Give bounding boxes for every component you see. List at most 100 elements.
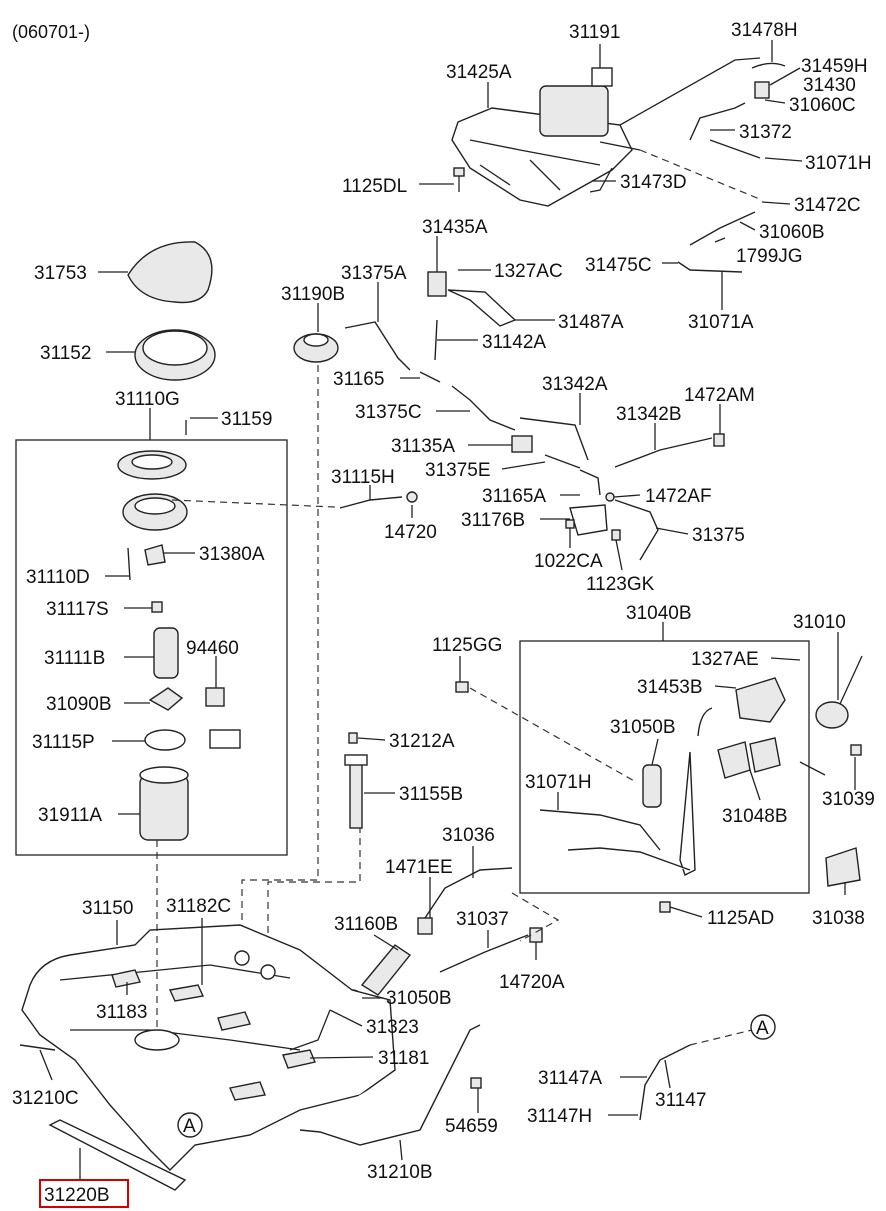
label-31037: 31037 — [456, 909, 509, 930]
oring-31117S — [151, 601, 163, 613]
fuel-pump-31111B — [153, 627, 179, 679]
label-31150: 31150 — [82, 898, 133, 919]
label-31475C: 31475C — [585, 255, 652, 276]
gasket-31048B-a — [717, 741, 751, 779]
label-54659: 54659 — [445, 1116, 498, 1137]
label-31160B: 31160B — [334, 914, 398, 935]
nut-1022CA — [565, 519, 575, 529]
label-1327AE: 1327AE — [691, 649, 759, 670]
callout-A-tank-letter: A — [183, 1116, 196, 1137]
label-31220B: 31220B — [44, 1185, 110, 1206]
hose-31037 — [439, 934, 529, 973]
hose-31372 — [689, 102, 746, 141]
label-31190B: 31190B — [281, 284, 345, 305]
label-31038 — [825, 847, 861, 887]
label-31038: 31038 — [812, 908, 865, 929]
label-31487A: 31487A — [558, 312, 624, 333]
label-31375C: 31375C — [355, 402, 422, 423]
lock-ring-31152 — [134, 329, 216, 381]
highlight-box-31220B — [39, 1179, 129, 1208]
bolt-1123GK — [611, 529, 621, 541]
connector-31165 — [419, 371, 441, 383]
label-31048B: 31048B — [722, 806, 788, 827]
oring-31115P — [144, 729, 186, 751]
label-31342B: 31342B — [616, 404, 682, 425]
sender-float — [209, 729, 241, 749]
bolt-54659 — [470, 1077, 482, 1089]
label-1125DL: 1125DL — [342, 176, 407, 197]
label-31071H-mid: 31071H — [525, 772, 592, 793]
fuel-cap-31010 — [815, 655, 863, 729]
bracket-31487A — [447, 289, 517, 327]
filter-31135A — [511, 435, 533, 453]
label-31182C: 31182C — [166, 896, 231, 917]
hose-31147A — [639, 1044, 691, 1121]
gasket-31110G — [117, 450, 187, 480]
bracket-31176B — [569, 504, 608, 536]
shield-31453B — [735, 677, 786, 723]
label-14720A: 14720A — [499, 972, 565, 993]
label-31155B: 31155B — [399, 784, 463, 805]
label-31060B: 31060B — [759, 222, 825, 243]
callout-A-hose — [750, 1014, 776, 1040]
label-31753: 31753 — [34, 263, 87, 284]
label-31372: 31372 — [739, 122, 792, 143]
gasket-31048B-b — [749, 737, 781, 773]
hose-31342B — [614, 437, 713, 468]
label-31375: 31375 — [692, 525, 745, 546]
label-1472AM: 1472AM — [684, 385, 755, 406]
label-31115P: 31115P — [32, 732, 95, 753]
bolt-31210C — [19, 1044, 56, 1051]
connector-31110D — [127, 547, 131, 581]
pump-flange — [122, 493, 188, 531]
label-31147H: 31147H — [527, 1106, 592, 1127]
strap-31210B — [299, 1024, 481, 1146]
label-31375A: 31375A — [341, 263, 407, 284]
label-31323: 31323 — [366, 1017, 419, 1038]
regulator-31380A — [144, 544, 166, 566]
label-31212A: 31212A — [389, 731, 455, 752]
label-31147A: 31147A — [538, 1068, 602, 1089]
label-31110G: 31110G — [115, 389, 180, 410]
label-31176B: 31176B — [461, 510, 525, 531]
label-31430: 31430 — [803, 75, 856, 96]
label-31911A: 31911A — [38, 805, 102, 826]
leader-lines — [39, 40, 856, 1180]
label-31210C: 31210C — [12, 1088, 79, 1109]
label-31159: 31159 — [221, 409, 272, 430]
hose-31115H — [339, 496, 403, 509]
date-code: (060701-) — [12, 22, 90, 42]
bolt-31039 — [850, 744, 862, 756]
label-31380A: 31380A — [199, 544, 265, 565]
label-1799JG: 1799JG — [736, 246, 803, 267]
label-31191: 31191 — [569, 22, 620, 43]
valve-31430 — [754, 81, 770, 99]
label-1022CA: 1022CA — [534, 551, 603, 572]
label-1125AD: 1125AD — [707, 908, 774, 929]
label-31117S: 31117S — [46, 599, 109, 620]
label-31459H: 31459H — [801, 56, 868, 77]
canister-31050B — [642, 764, 662, 808]
hose-31050B-top — [697, 707, 713, 737]
dash-canister-to-31472C — [639, 149, 763, 201]
label-31473D: 31473D — [620, 172, 687, 193]
bolt-1125AD — [659, 901, 671, 913]
label-31165: 31165 — [333, 369, 384, 390]
clamp-14720 — [406, 491, 418, 503]
label-31142A: 31142A — [482, 332, 546, 353]
leader-31039 — [799, 761, 826, 776]
dash-31036-to-31037 — [511, 892, 560, 942]
label-31111B: 31111B — [44, 648, 105, 669]
hose-31071H-top — [709, 139, 761, 159]
pump-cover-31753 — [127, 241, 213, 304]
label-31071A: 31071A — [688, 312, 754, 333]
label-31375E: 31375E — [425, 460, 491, 481]
label-31115H: 31115H — [331, 467, 395, 488]
label-31050B-bot: 31050B — [386, 988, 452, 1009]
sender-31155B — [344, 754, 368, 829]
bolt-1125GG — [455, 681, 469, 693]
label-31165A: 31165A — [482, 486, 546, 507]
label-31036: 31036 — [442, 825, 495, 846]
label-31090B: 31090B — [46, 694, 112, 715]
